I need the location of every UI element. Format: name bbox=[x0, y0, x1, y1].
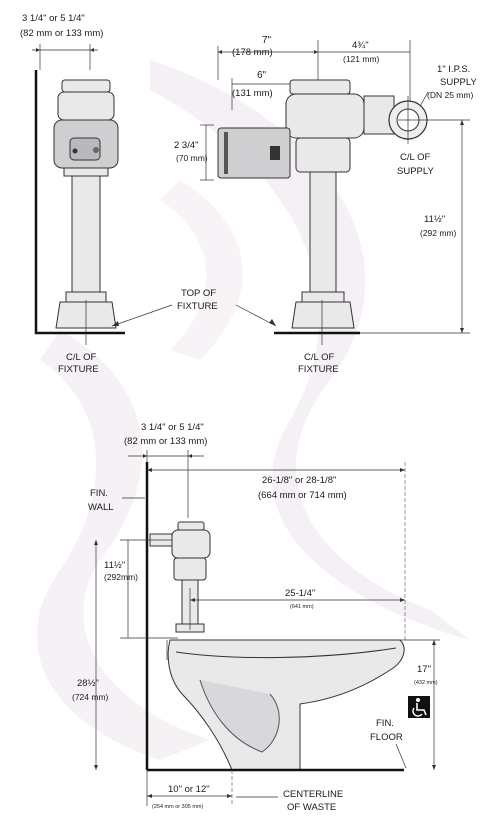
fin-floor-label-1: FIN. bbox=[376, 718, 394, 729]
supply-label-2: SUPPLY bbox=[440, 77, 477, 88]
dim-7-label: 7" bbox=[262, 35, 272, 46]
cl-supply-label-2: SUPPLY bbox=[397, 166, 434, 177]
bottom-offset-mm-label: (82 mm or 133 mm) bbox=[124, 436, 207, 447]
cl-fixture-label-2: FIXTURE bbox=[58, 364, 99, 375]
dim-4-75-mm-label: (121 mm) bbox=[343, 54, 380, 64]
bottom-offset-label: 3 1/4" or 5 1/4" bbox=[141, 422, 204, 433]
dim-10-mm-label: (254 mm or 305 mm) bbox=[152, 804, 204, 810]
dim-28-5-mm-label: (724 mm) bbox=[72, 692, 109, 702]
dim-2-75-mm-label: (70 mm) bbox=[176, 153, 208, 163]
dim-7-mm-label: (178 mm) bbox=[232, 47, 273, 58]
top-left-view: 3 1/4" or 5 1/4" (82 mm or 133 mm) C/L O… bbox=[20, 13, 125, 375]
centerline-waste-label-2: OF WASTE bbox=[287, 802, 336, 813]
cl-fixture-label-1: C/L OF bbox=[66, 352, 96, 363]
supply-label-1: 1" I.P.S. bbox=[437, 64, 470, 75]
fin-floor-label-2: FLOOR bbox=[370, 732, 403, 743]
dim-6-label: 6" bbox=[257, 70, 267, 81]
cl-supply-label-1: C/L OF bbox=[400, 152, 430, 163]
dim-11-5-label: 11½" bbox=[424, 214, 445, 225]
bottom-dim-11-5-mm-label: (292mm) bbox=[104, 572, 138, 582]
cl-fixture-right-label-1: C/L OF bbox=[304, 352, 334, 363]
offset-mm-label: (82 mm or 133 mm) bbox=[20, 28, 103, 39]
fin-wall-label-2: WALL bbox=[88, 502, 114, 513]
dim-4-75-label: 4¾" bbox=[352, 40, 369, 51]
toilet-bowl bbox=[167, 639, 405, 771]
supply-label-3: (DN 25 mm) bbox=[427, 90, 473, 100]
dim-25-mm-label: (641 mm) bbox=[290, 604, 314, 610]
dim-25-label: 25-1/4" bbox=[285, 588, 315, 599]
dim-17-mm-label: (432 mm) bbox=[414, 680, 438, 686]
bottom-dim-11-5-label: 11½" bbox=[104, 560, 125, 571]
bottom-view: 3 1/4" or 5 1/4" (82 mm or 133 mm) FIN. … bbox=[72, 422, 440, 813]
fin-wall-label-1: FIN. bbox=[90, 488, 108, 499]
cl-fixture-right-label-2: FIXTURE bbox=[298, 364, 339, 375]
dim-17-label: 17" bbox=[417, 664, 431, 675]
dim-26-label: 26-1/8" or 28-1/8" bbox=[262, 475, 336, 486]
top-of-fixture-label-1: TOP OF bbox=[181, 288, 216, 299]
dim-26-mm-label: (664 mm or 714 mm) bbox=[258, 490, 347, 501]
top-right-view: 7" (178 mm) 6" (131 mm) 4¾" (121 mm) 1" … bbox=[111, 35, 477, 375]
top-of-fixture-label-2: FIXTURE bbox=[177, 301, 218, 312]
dim-10-label: 10" or 12" bbox=[168, 784, 210, 795]
wheelchair-icon bbox=[408, 696, 430, 718]
dim-6-mm-label: (131 mm) bbox=[232, 88, 273, 99]
dim-11-5-mm-label: (292 mm) bbox=[420, 228, 457, 238]
offset-label: 3 1/4" or 5 1/4" bbox=[22, 13, 85, 24]
centerline-waste-label-1: CENTERLINE bbox=[283, 789, 343, 800]
dim-2-75-label: 2 3/4" bbox=[174, 140, 199, 151]
dim-28-5-label: 28½" bbox=[77, 678, 99, 689]
